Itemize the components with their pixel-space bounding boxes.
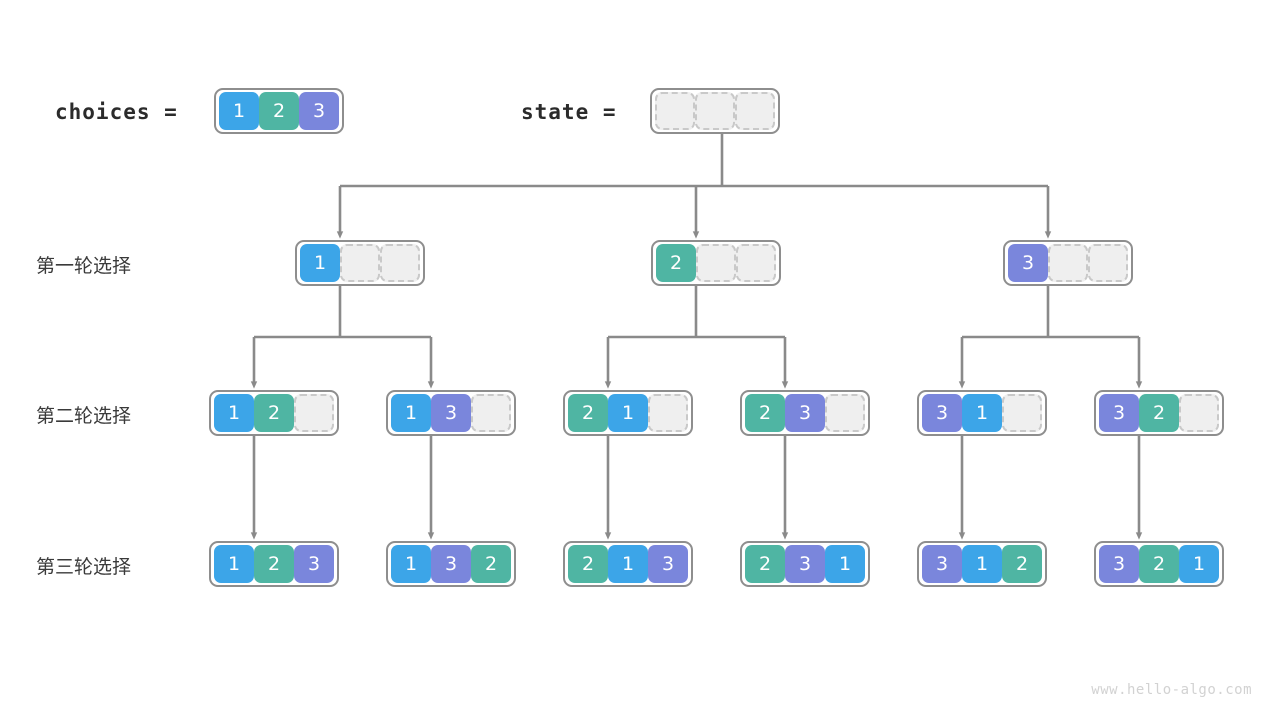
r1n1-cell-empty-1 [340,244,380,282]
r3n6-cell-0: 3 [1099,545,1139,583]
state-node-r1-2: 2 [651,240,781,286]
r3n6-cell-1: 2 [1139,545,1179,583]
r3n3-cell-2: 3 [648,545,688,583]
choices-label: choices = [55,100,178,124]
state-array [650,88,780,134]
choices-cell-2: 3 [299,92,339,130]
r2n2-cell-1: 3 [431,394,471,432]
r2n2-cell-empty-2 [471,394,511,432]
r2n3-cell-empty-2 [648,394,688,432]
state-cell-empty-2 [735,92,775,130]
r2n1-cell-empty-2 [294,394,334,432]
r3n1-cell-2: 3 [294,545,334,583]
row-label-round-1: 第一轮选择 [36,255,132,277]
r2n5-cell-1: 1 [962,394,1002,432]
r3n2-cell-2: 2 [471,545,511,583]
r2n6-cell-empty-2 [1179,394,1219,432]
r3n5-cell-1: 1 [962,545,1002,583]
r3n5-cell-0: 3 [922,545,962,583]
r3n2-cell-1: 3 [431,545,471,583]
r3n3-cell-1: 1 [608,545,648,583]
r3n1-cell-0: 1 [214,545,254,583]
r3n1-cell-1: 2 [254,545,294,583]
r1n3-cell-empty-1 [1048,244,1088,282]
r2n5-cell-empty-2 [1002,394,1042,432]
r2n5-cell-0: 3 [922,394,962,432]
choices-cell-1: 2 [259,92,299,130]
r3n4-cell-1: 3 [785,545,825,583]
r1n2-cell-empty-2 [736,244,776,282]
r2n1-cell-1: 2 [254,394,294,432]
r2n6-cell-1: 2 [1139,394,1179,432]
r2n6-cell-0: 3 [1099,394,1139,432]
state-cell-empty-1 [695,92,735,130]
choices-cell-0: 1 [219,92,259,130]
state-node-r1-3: 3 [1003,240,1133,286]
row-label-round-2: 第二轮选择 [36,405,132,427]
r1n2-cell-empty-1 [696,244,736,282]
r1n1-cell-empty-2 [380,244,420,282]
r1n3-cell-empty-2 [1088,244,1128,282]
state-cell-empty-0 [655,92,695,130]
r2n1-cell-0: 1 [214,394,254,432]
r3n3-cell-0: 2 [568,545,608,583]
r1n1-cell-0: 1 [300,244,340,282]
state-label: state = [521,100,617,124]
watermark: www.hello-algo.com [1091,682,1252,698]
r2n2-cell-0: 1 [391,394,431,432]
r3n4-cell-2: 1 [825,545,865,583]
state-node-r1-1: 1 [295,240,425,286]
row-label-round-3: 第三轮选择 [36,556,132,578]
r3n6-cell-2: 1 [1179,545,1219,583]
r3n2-cell-0: 1 [391,545,431,583]
r3n4-cell-0: 2 [745,545,785,583]
r2n3-cell-1: 1 [608,394,648,432]
r2n4-cell-empty-2 [825,394,865,432]
r2n4-cell-1: 3 [785,394,825,432]
r2n3-cell-0: 2 [568,394,608,432]
r3n5-cell-2: 2 [1002,545,1042,583]
r2n4-cell-0: 2 [745,394,785,432]
r1n2-cell-0: 2 [656,244,696,282]
r1n3-cell-0: 3 [1008,244,1048,282]
